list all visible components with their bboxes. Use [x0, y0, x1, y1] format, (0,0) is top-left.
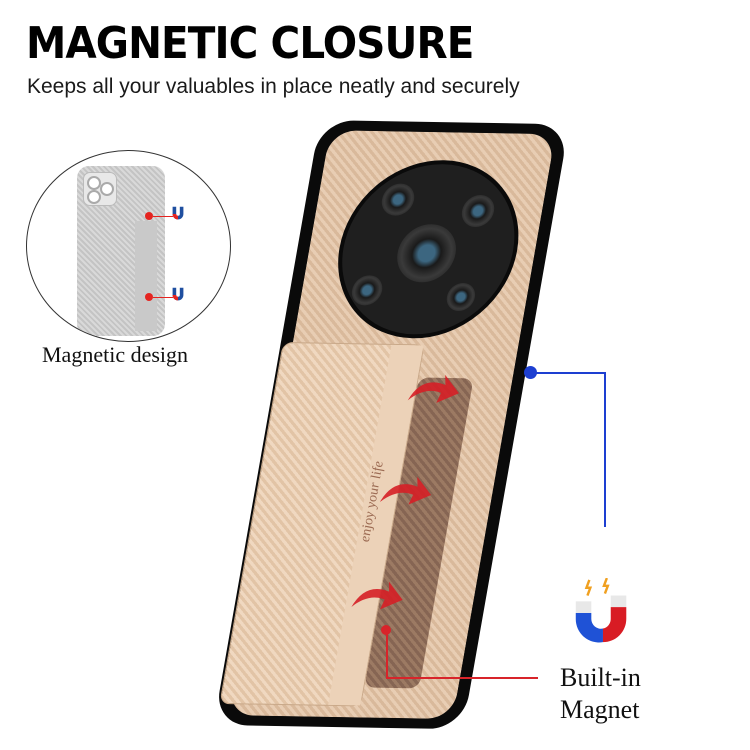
callout-line-red: [386, 630, 388, 678]
lens-icon: [87, 176, 101, 190]
subheadline: Keeps all your valuables in place neatly…: [27, 75, 520, 98]
built-in-magnet-caption: Built-in Magnet: [560, 662, 641, 726]
lens-icon: [87, 190, 101, 204]
closing-arrow-icon: [407, 374, 459, 403]
magnetic-design-caption: Magnetic design: [42, 342, 189, 367]
camera-module: [323, 158, 533, 340]
connector-line: [153, 297, 173, 298]
lens-icon: [444, 282, 478, 312]
lens-icon: [349, 275, 385, 306]
lens-icon: [379, 183, 417, 216]
caption-line-1: Built-in: [560, 663, 641, 692]
mini-wallet-strip: [135, 221, 157, 331]
mini-camera-module: [83, 172, 117, 206]
lens-icon: [459, 194, 497, 228]
magnet-point-dot: [145, 212, 153, 220]
magnet-icon: [172, 287, 184, 301]
mini-phone-illustration: [77, 166, 165, 336]
callout-line-blue: [604, 372, 606, 527]
magnetic-design-inset: [26, 150, 231, 342]
closing-arrow-icon: [351, 581, 403, 610]
connector-line: [153, 216, 173, 217]
callout-line-red: [386, 677, 538, 679]
lens-icon: [100, 182, 114, 196]
phone-case-product: enjoy your life: [213, 120, 570, 730]
callout-line-blue: [532, 372, 606, 374]
main-lens-icon: [392, 223, 461, 283]
horseshoe-magnet-icon: [575, 578, 627, 643]
headline: MAGNETIC CLOSURE: [26, 18, 474, 69]
callout-dot-blue: [524, 366, 537, 379]
magnet-point-dot: [145, 293, 153, 301]
caption-line-2: Magnet: [560, 695, 640, 724]
magnet-icon: [172, 206, 184, 220]
case-back-panel: enjoy your life: [219, 130, 556, 720]
closing-arrow-icon: [379, 476, 432, 505]
